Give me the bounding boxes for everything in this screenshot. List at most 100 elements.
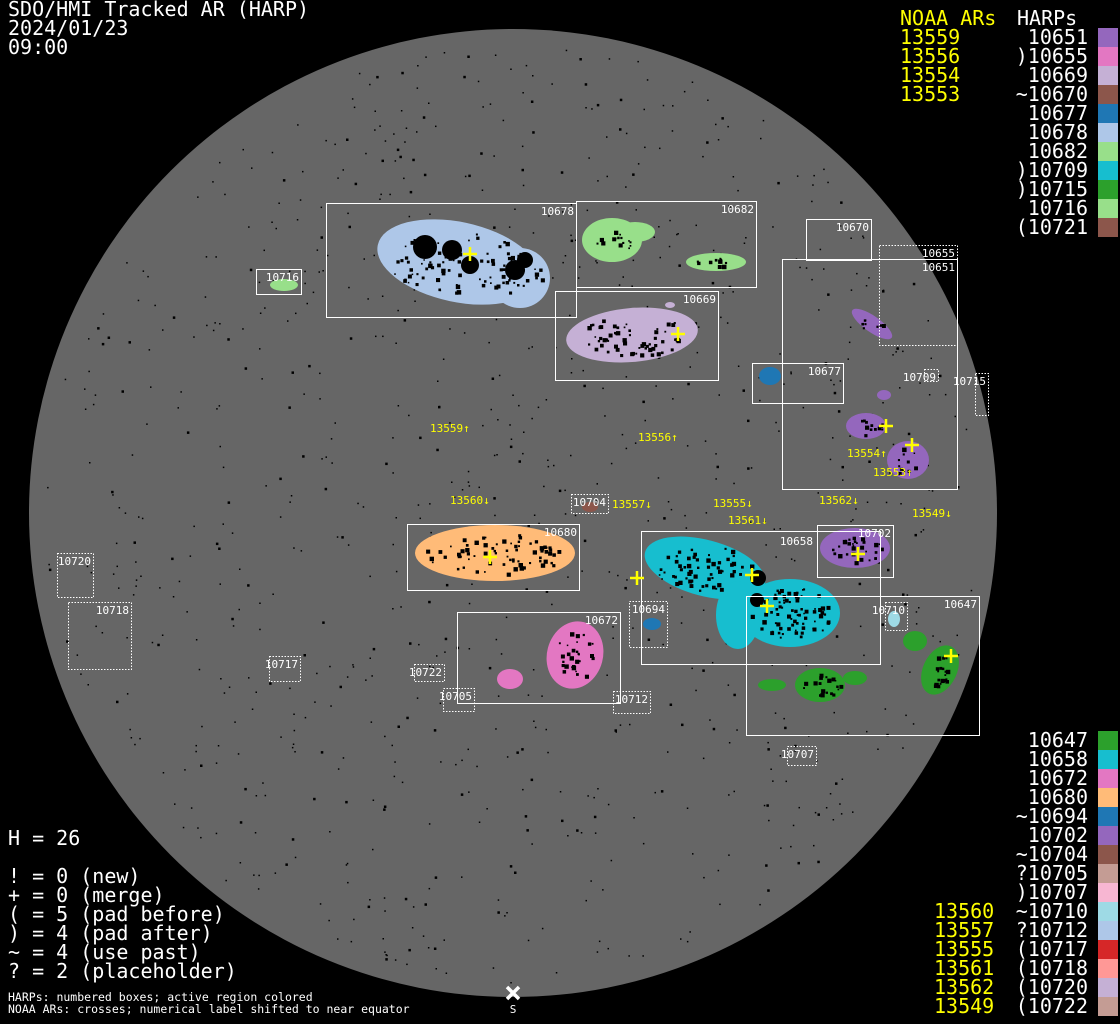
sunspot <box>625 323 628 326</box>
sunspot <box>541 927 544 930</box>
harp-box-10669[interactable]: 10669 <box>555 291 719 381</box>
sunspot <box>879 324 882 327</box>
sunspot <box>781 606 784 609</box>
sunspot <box>215 762 218 764</box>
sunspot <box>577 653 580 656</box>
harp-box-label: 10702 <box>858 527 891 540</box>
sunspot <box>767 889 770 892</box>
sunspot <box>384 910 386 912</box>
sunspot <box>558 642 561 645</box>
date: 2024/01/23 <box>8 16 129 40</box>
sunspot <box>212 329 215 332</box>
sunspot <box>957 486 960 489</box>
sunspot <box>365 152 367 155</box>
sunspot <box>923 507 926 510</box>
sunspot <box>817 813 820 816</box>
sunspot <box>614 237 617 240</box>
sunspot <box>429 503 431 505</box>
harp-box-10722[interactable]: 10722 <box>409 664 445 682</box>
harp-box-10716[interactable]: 10716 <box>256 269 302 295</box>
sunspot <box>794 750 796 752</box>
sunspot <box>964 603 966 605</box>
sunspot <box>509 291 513 295</box>
sunspot <box>606 136 608 138</box>
harp-box-10647[interactable]: 10647 <box>746 596 980 736</box>
harp-box-10717[interactable]: 10717 <box>265 656 301 682</box>
harp-box-outline <box>414 664 445 682</box>
sunspot <box>620 236 623 240</box>
sunspot <box>882 289 885 292</box>
harp-box-10707[interactable]: 10707 <box>781 746 817 766</box>
region-10651 <box>851 308 893 340</box>
sunspot <box>552 277 554 279</box>
harp-box-10720[interactable]: 10720 <box>57 553 94 598</box>
harp-box-10709[interactable]: 10709 <box>903 369 939 385</box>
sunspot <box>112 494 114 496</box>
sunspot <box>830 379 832 381</box>
noaa-heading: NOAA ARs <box>900 6 997 30</box>
sunspot <box>279 516 282 518</box>
sunspot <box>902 453 905 456</box>
sunspot <box>462 538 467 543</box>
harp-box-10651[interactable]: 10651 <box>782 259 958 490</box>
status-count-line: ! = 0 (new) <box>8 864 141 888</box>
status-count-line: ? = 2 (placeholder) <box>8 959 237 983</box>
sunspot <box>534 268 536 270</box>
harp-box-10677[interactable]: 10677 <box>752 363 844 404</box>
harp-box-10658[interactable]: 10658 <box>641 531 881 665</box>
sunspot <box>866 501 869 503</box>
sunspot <box>818 309 820 311</box>
sunspot <box>604 415 606 417</box>
sunspot <box>619 98 623 102</box>
harp-box-10712[interactable]: 10712 <box>613 691 651 714</box>
sunspot <box>707 577 711 581</box>
harp-box-10710[interactable]: 10710 <box>872 602 908 631</box>
sunspot <box>722 292 724 294</box>
legend-row: 13553~10670 <box>890 84 1120 104</box>
sunspot <box>667 751 669 753</box>
sunspot <box>342 757 345 759</box>
harp-box-10704[interactable]: 10704 <box>571 494 609 514</box>
sunspot <box>902 747 904 749</box>
sunspot <box>709 573 713 576</box>
harp-box-10680[interactable]: 10680 <box>407 524 580 591</box>
harp-box-10694[interactable]: 10694 <box>629 601 668 648</box>
sunspot <box>131 454 134 456</box>
sunspot <box>599 237 604 243</box>
sunspot <box>635 209 637 211</box>
sunspot <box>561 819 564 823</box>
sunspot <box>527 524 530 527</box>
sunspot <box>842 479 844 481</box>
sunspot <box>422 116 426 119</box>
noaa-label: 13561↓ <box>728 514 768 527</box>
noaa-label: 13557↓ <box>612 498 652 511</box>
harp-box-10705[interactable]: 10705 <box>439 688 475 712</box>
harp-box-10718[interactable]: 10718 <box>68 602 132 670</box>
sunspot <box>288 406 291 409</box>
harp-box-10672[interactable]: 10672 <box>457 612 621 704</box>
sunspot <box>775 556 777 558</box>
noaa-cross-icon <box>671 327 685 341</box>
sunspot <box>473 555 476 557</box>
sunspot <box>482 424 484 427</box>
sunspot <box>823 168 825 171</box>
harp-box-10682[interactable]: 10682 <box>576 201 757 288</box>
harp-box-10670[interactable]: 10670 <box>806 219 872 261</box>
sunspot <box>395 570 398 573</box>
sunspot <box>829 458 832 461</box>
noaa-crosses <box>463 247 958 663</box>
harp-box-10702[interactable]: 10702 <box>817 525 894 578</box>
sunspot <box>642 955 644 957</box>
harp-box-10715[interactable]: 10715 <box>953 373 989 416</box>
sunspot <box>483 551 488 556</box>
sunspot <box>534 726 537 729</box>
sunspot <box>576 829 579 832</box>
harp-box-10655[interactable]: 10655 <box>879 245 958 346</box>
sunspot <box>384 140 387 142</box>
sunspot <box>780 847 782 849</box>
sunspot <box>558 489 562 493</box>
sunspot <box>601 241 606 246</box>
sunspot <box>670 508 673 511</box>
sunspot <box>709 719 711 721</box>
harp-color-swatch <box>1098 826 1118 845</box>
